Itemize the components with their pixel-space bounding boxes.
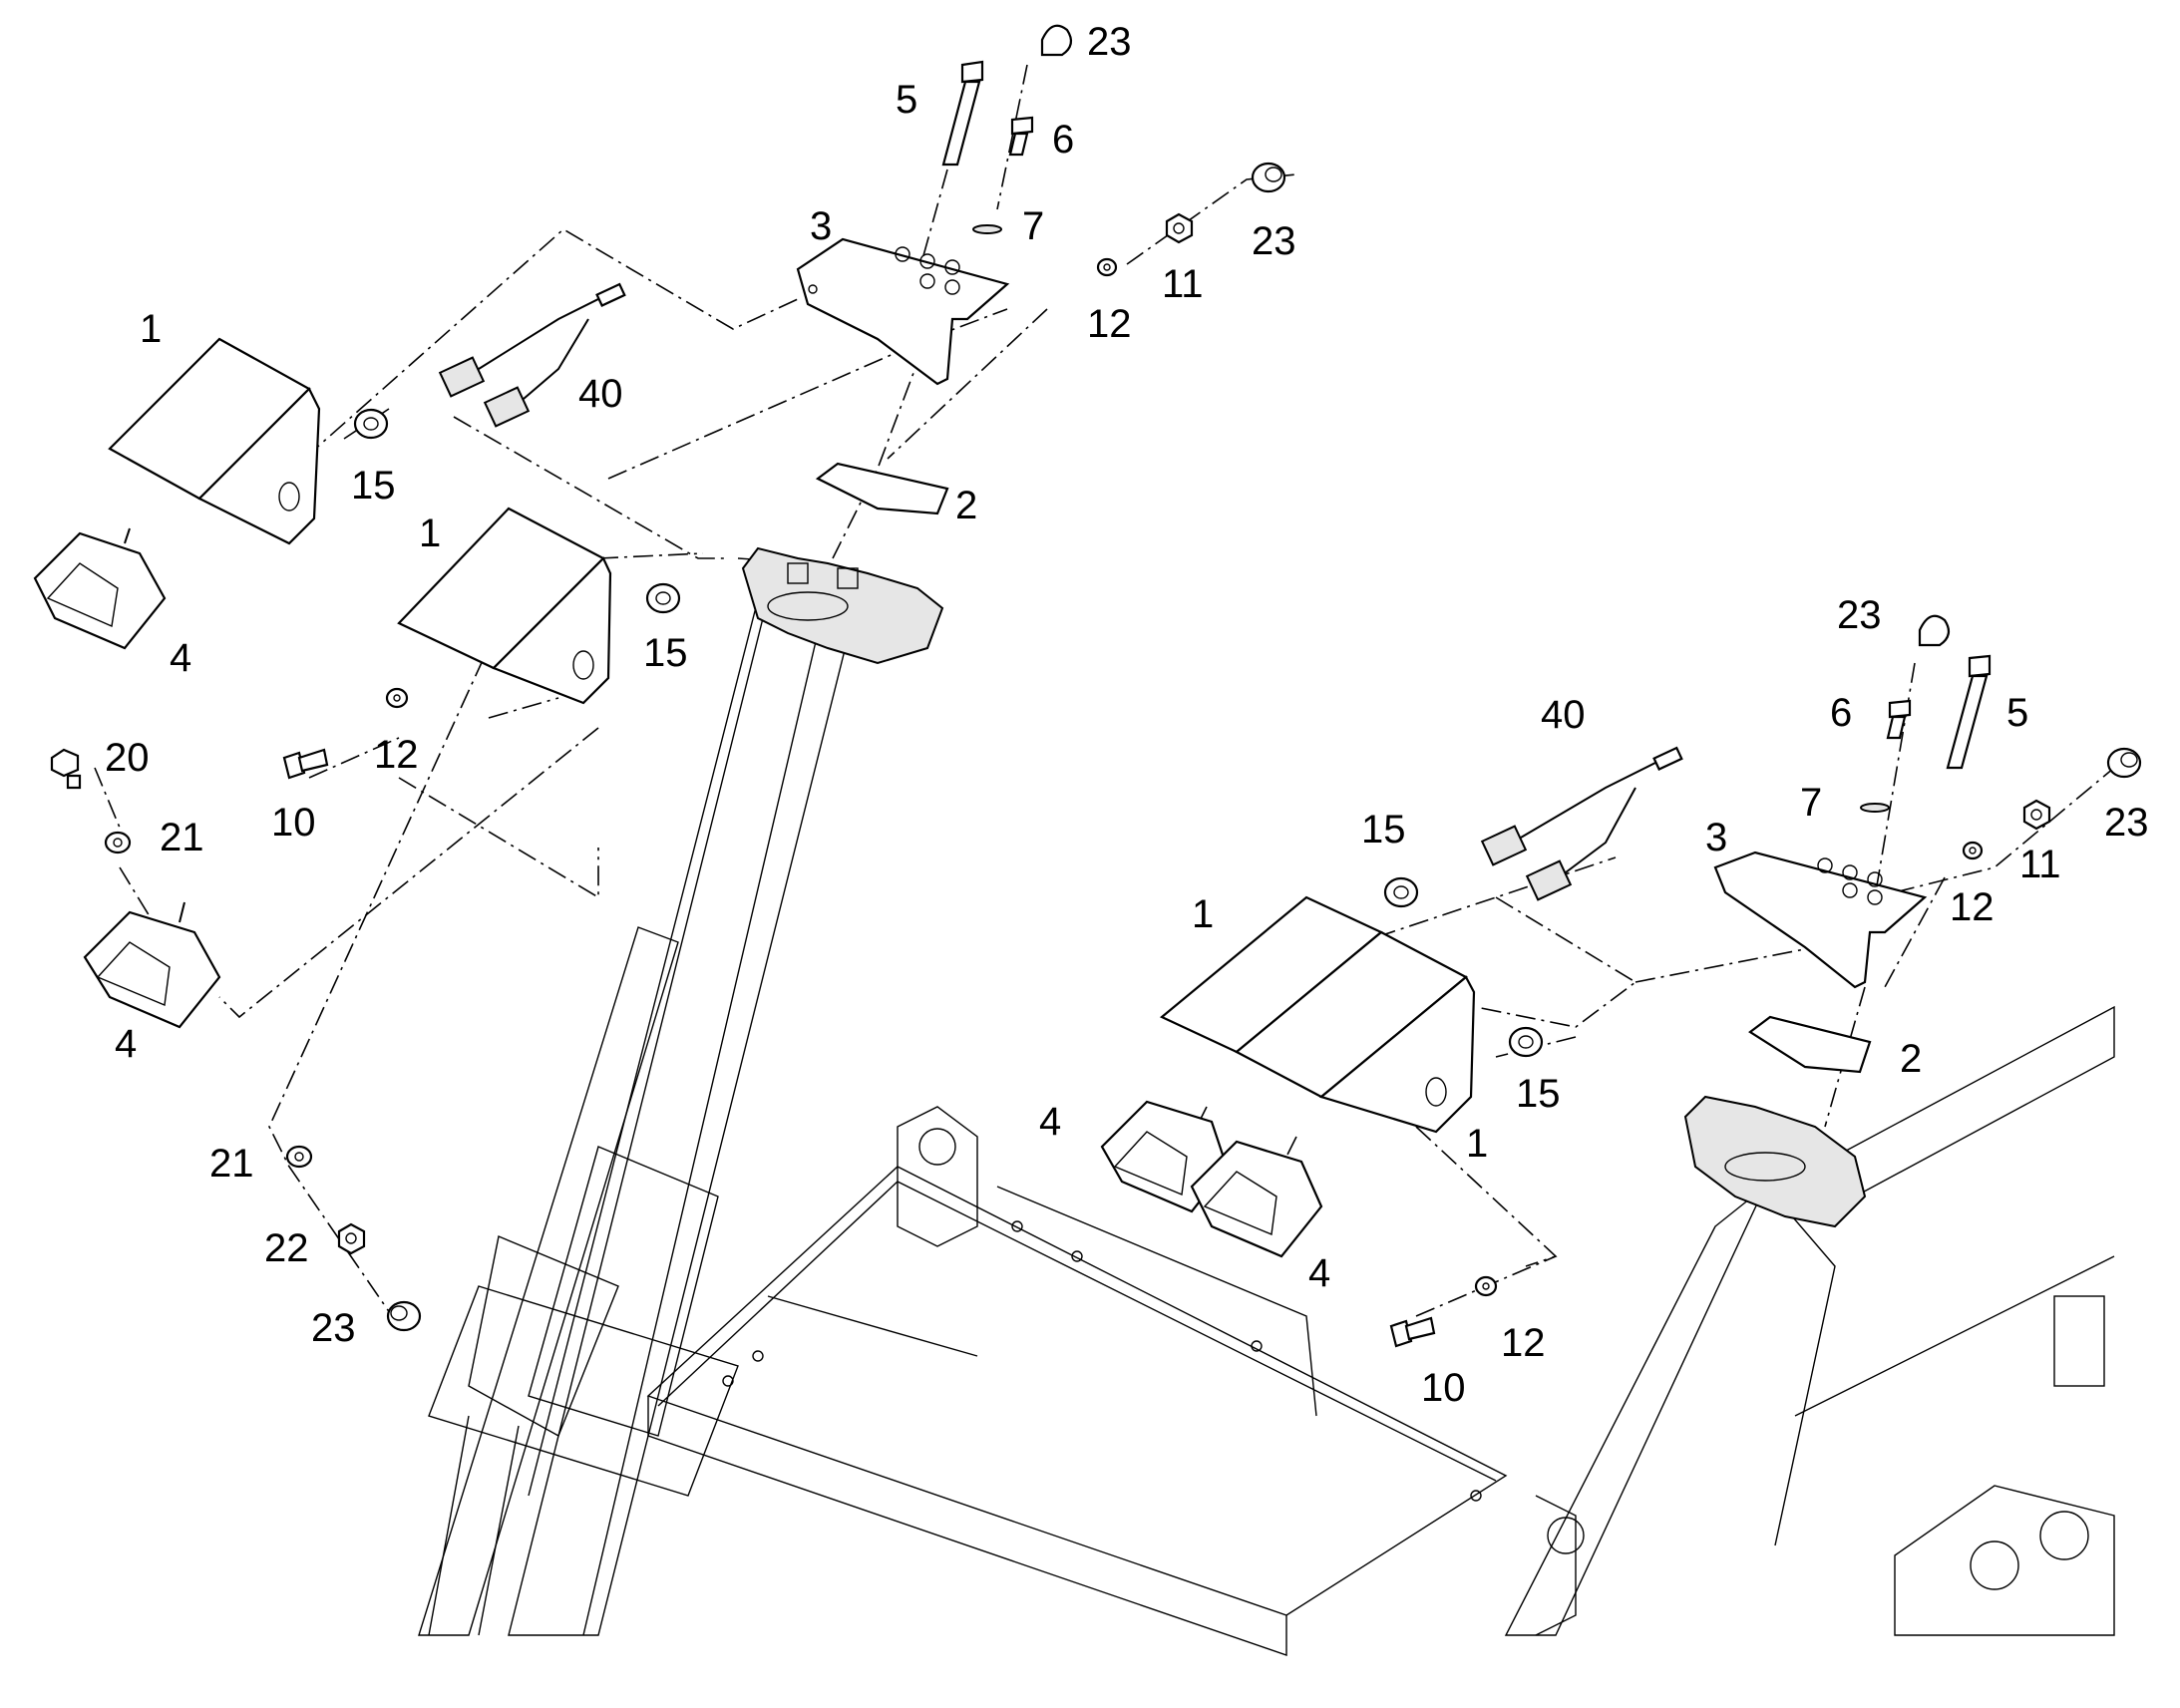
cap-23-top-left [1040,24,1073,57]
washer-12-left [1096,257,1118,277]
callout-12: 12 [1950,885,1995,929]
callout-23: 23 [1087,20,1132,64]
washer-12-right [1962,841,1984,860]
callout-15: 15 [1516,1072,1561,1116]
bolt-5-right [1946,654,1992,770]
callout-10: 10 [271,801,316,845]
callout-23: 23 [1837,593,1882,637]
mount-bracket-right [1713,851,1928,989]
deck-plate [646,1106,1508,1656]
callout-21: 21 [209,1142,254,1186]
callout-4: 4 [115,1022,137,1066]
callout-1: 1 [140,307,162,351]
left-mast [418,557,859,1636]
washer-21-upper [104,831,132,854]
nut-22 [337,1222,366,1255]
work-lamp-right-b [1190,1140,1323,1258]
callout-10: 10 [1421,1366,1466,1410]
callout-1: 1 [1466,1122,1488,1166]
grommet-15-d [1508,1026,1544,1058]
callout-40: 40 [578,372,623,416]
washer-12-lower-right [1474,1275,1498,1297]
callout-6: 6 [1052,118,1074,162]
washer-7-left [972,224,1002,234]
callout-15: 15 [1361,808,1406,852]
washer-12-lower-left [385,687,409,709]
nut-11-right [2022,799,2051,831]
cap-23-right-left [1251,162,1286,193]
callout-12: 12 [374,733,419,777]
work-lamp-lower-left [83,901,221,1029]
callout-11: 11 [1162,262,1204,306]
callout-3: 3 [810,204,832,248]
bolt-10-right [1389,1316,1436,1348]
cap-23-right-right [2106,747,2142,779]
callout-15: 15 [351,464,396,508]
cover-plate-upper-left [108,337,321,545]
callout-4: 4 [170,636,191,680]
nut-11-left [1165,212,1194,244]
shim-plate-right [1748,1015,1872,1074]
callout-1: 1 [1192,892,1214,936]
callout-7: 7 [1022,204,1044,248]
callout-15: 15 [643,631,688,675]
callout-2: 2 [1900,1037,1922,1081]
callout-6: 6 [1830,691,1852,735]
callout-23: 23 [311,1306,356,1350]
wiring-harness-right [1480,746,1683,901]
screw-6-left [1008,116,1034,157]
wiring-harness-left [438,282,626,428]
screw-20 [50,748,82,790]
callout-5: 5 [896,78,917,122]
screw-6-right [1886,699,1912,740]
grommet-15-c [1383,876,1419,908]
grommet-15-b [645,582,681,614]
callout-2: 2 [955,484,977,527]
mount-bracket-left [796,237,1010,386]
shim-plate-left [815,462,949,515]
cover-plate-right [1159,895,1476,1134]
washer-7-right [1860,803,1890,813]
callout-3: 3 [1705,816,1727,859]
callout-1: 1 [419,512,441,555]
callout-5: 5 [2006,691,2028,735]
bolt-5-left [941,60,984,167]
callout-4: 4 [1308,1251,1330,1295]
callout-12: 12 [1087,302,1132,346]
callout-12: 12 [1501,1321,1546,1365]
grommet-15-a [353,408,389,440]
callout-22: 22 [264,1226,309,1270]
callout-40: 40 [1541,693,1586,737]
right-frame [1504,1005,2115,1636]
callout-11: 11 [2019,843,2061,886]
cap-23-top-right [1918,614,1951,647]
callout-7: 7 [1800,781,1822,825]
cover-plate-lower-left [397,507,612,705]
left-mast-head [741,546,944,665]
cap-23-lower-left [386,1300,422,1332]
right-mast-head [1683,1095,1867,1228]
work-lamp-upper-left [33,527,167,650]
callouts: 1 1 1 1 2 2 3 3 4 4 4 4 5 5 6 6 7 7 10 1… [105,20,2149,1410]
callout-23: 23 [1252,219,1296,263]
bolt-10-left [282,748,329,780]
callout-4: 4 [1039,1100,1061,1144]
callout-23: 23 [2104,801,2149,845]
washer-21-lower [285,1145,313,1169]
callout-21: 21 [160,816,204,859]
callout-20: 20 [105,736,150,780]
machine-frame [418,546,2115,1656]
